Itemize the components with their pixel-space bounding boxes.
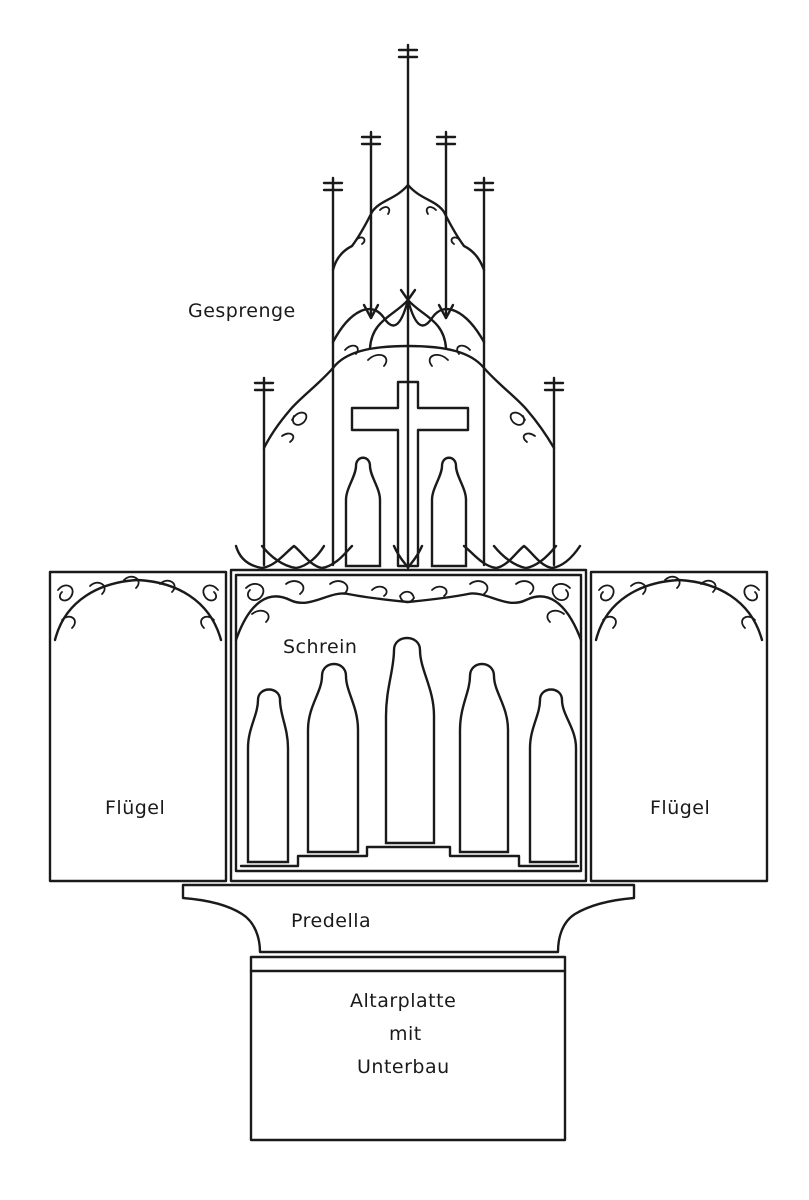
saint-figure-1 [246,688,290,864]
canopy-top-right [406,183,486,272]
canopy-side-left [262,366,335,450]
figure-gesprenge-left [344,456,382,568]
label-mit: mit [389,1023,422,1045]
saint-figure-5 [528,688,578,864]
wing-left [48,570,228,883]
saint-figure-4 [458,662,510,854]
label-altarplatte: Altarplatte [350,990,457,1012]
schrein-frame [229,568,588,883]
figure-gesprenge-right [430,456,468,568]
schrein-arch [234,592,583,642]
label-gesprenge: Gesprenge [188,300,296,322]
label-schrein: Schrein [283,636,358,658]
shrine-steps [239,845,580,868]
label-predella: Predella [291,910,372,932]
gesprenge-ribs [234,544,582,570]
saint-figure-2 [306,662,360,854]
label-fluegel-left: Flügel [105,797,166,819]
crucifix [350,380,470,568]
saint-figure-3 [384,636,436,845]
spire-crosses [253,48,565,392]
gesprenge-structure [234,43,582,570]
canopy-top-left [331,183,410,272]
altar-base [249,955,567,1142]
wing-right [589,570,769,883]
predella [181,883,636,954]
label-unterbau: Unterbau [357,1056,450,1078]
label-fluegel-right: Flügel [650,797,711,819]
canopy-side-right [482,366,556,450]
